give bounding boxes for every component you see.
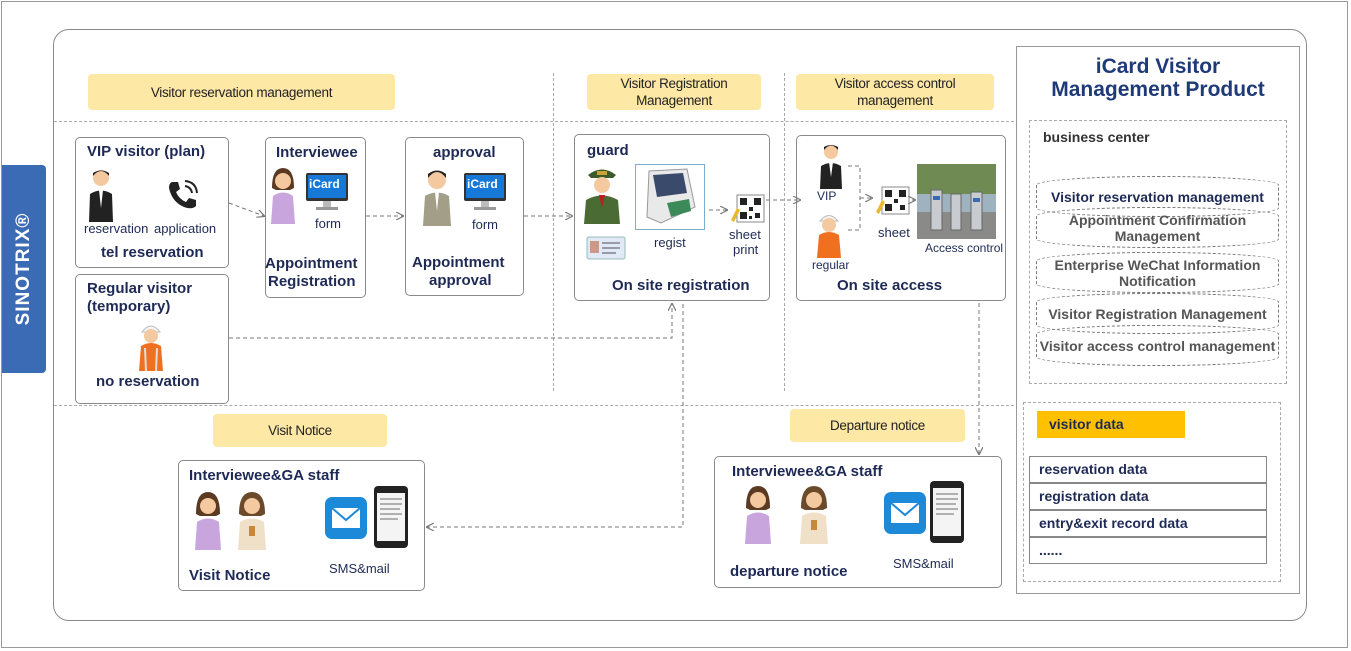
mail-icon [884, 492, 926, 534]
interviewee-person-icon [745, 486, 771, 544]
access-sheet-label: sheet [878, 225, 910, 240]
no-reservation-label: no reservation [96, 373, 200, 390]
qr-sheet-icon [731, 194, 765, 223]
business-center-label: business center [1043, 129, 1150, 145]
data-row-more: ...... [1029, 537, 1267, 564]
ga-staff-person-icon [800, 486, 828, 544]
visit-notice-bottom-label: Visit Notice [189, 567, 271, 584]
regular-visitor-title: Regular visitor [87, 280, 193, 297]
interviewee-title: Interviewee [276, 144, 358, 161]
brand-logo-text: SINOTRIX® [13, 212, 34, 326]
worker-person-icon [817, 215, 841, 258]
phone-icon [169, 180, 198, 209]
separator-bottom [54, 405, 1014, 406]
product-panel [1016, 46, 1300, 594]
approval-form-label: form [472, 217, 498, 232]
brand-bar: SINOTRIX® [2, 165, 46, 373]
visitor-data-tag: visitor data [1037, 411, 1185, 438]
vip-tel-reservation-label: tel reservation [101, 244, 204, 261]
product-title-line1: iCard Visitor [1095, 55, 1221, 78]
access-gate-photo [917, 164, 996, 239]
departure-notice-title: Interviewee&GA staff [732, 463, 883, 480]
visit-notice-title: Interviewee&GA staff [189, 467, 340, 484]
data-row-registration: registration data [1029, 483, 1267, 510]
separator-vertical-2 [784, 73, 785, 391]
module-wechat-notification: Enterprise WeChat Information Notificati… [1036, 252, 1279, 293]
registration-kiosk-frame [635, 164, 705, 230]
data-row-reservation: reservation data [1029, 456, 1267, 483]
module-access-control: Visitor access control management [1036, 325, 1279, 366]
main-panel [53, 29, 1307, 621]
module-appointment-confirmation: Appointment Confirmation Management [1036, 207, 1279, 248]
sheet-print-line2: print [733, 242, 759, 257]
vip-person-icon [89, 170, 113, 222]
departure-sms-mail-label: SMS&mail [893, 556, 954, 571]
guard-person-icon [584, 169, 620, 224]
product-title-line2: Management Product [1051, 78, 1265, 101]
approval-title: approval [433, 144, 496, 161]
access-vip-label: VIP [817, 189, 837, 203]
section-access-tag: Visitor access control management [796, 74, 994, 110]
mobile-phone-icon [930, 481, 964, 543]
separator-vertical-1 [553, 73, 554, 391]
interviewee-form-label: form [315, 216, 341, 231]
appointment-approval-line1: Appointment [412, 254, 505, 271]
visit-sms-mail-label: SMS&mail [329, 561, 390, 576]
interviewee-icard-text: iCard [309, 177, 340, 191]
icard-monitor-icon [306, 173, 348, 210]
appointment-approval-line2: approval [429, 272, 492, 289]
approver-person-icon [423, 170, 451, 226]
section-reservation-tag: Visitor reservation management [88, 74, 395, 110]
section-visit-notice-tag: Visit Notice [213, 414, 387, 447]
id-card-icon [586, 236, 626, 260]
section-registration-tag: Visitor Registration Management [587, 74, 761, 110]
appointment-registration-line1: Appointment [265, 255, 358, 272]
worker-person-icon [139, 325, 163, 371]
mail-icon [325, 497, 367, 539]
on-site-registration-label: On site registration [612, 277, 750, 294]
vip-person-icon [820, 145, 842, 189]
on-site-access-label: On site access [837, 277, 943, 294]
business-center-panel [1029, 120, 1287, 384]
qr-sheet-icon [876, 186, 910, 215]
section-departure-notice-tag: Departure notice [790, 409, 965, 442]
mobile-phone-icon [374, 486, 408, 548]
vip-application-label: application [154, 221, 217, 236]
interviewee-person-icon [195, 492, 221, 550]
regist-label: regist [654, 235, 686, 250]
interviewee-person-icon [271, 168, 295, 224]
separator-top [54, 121, 1014, 122]
visitor-data-panel [1023, 402, 1281, 582]
ga-staff-person-icon [238, 492, 266, 550]
icard-monitor-icon [464, 173, 506, 210]
access-control-label: Access control [925, 241, 1004, 255]
appointment-registration-line2: Registration [268, 273, 356, 290]
vip-reservation-label: reservation [84, 221, 149, 236]
guard-title: guard [587, 142, 629, 159]
departure-notice-bottom-label: departure notice [730, 563, 848, 580]
sheet-print-line1: sheet [729, 227, 761, 242]
access-regular-label: regular [812, 258, 850, 272]
vip-visitor-title: VIP visitor (plan) [87, 143, 206, 160]
data-row-entry-exit: entry&exit record data [1029, 510, 1267, 537]
regular-visitor-subtitle: (temporary) [87, 298, 171, 315]
registration-kiosk-icon [646, 168, 696, 224]
approval-icard-text: iCard [467, 177, 498, 191]
